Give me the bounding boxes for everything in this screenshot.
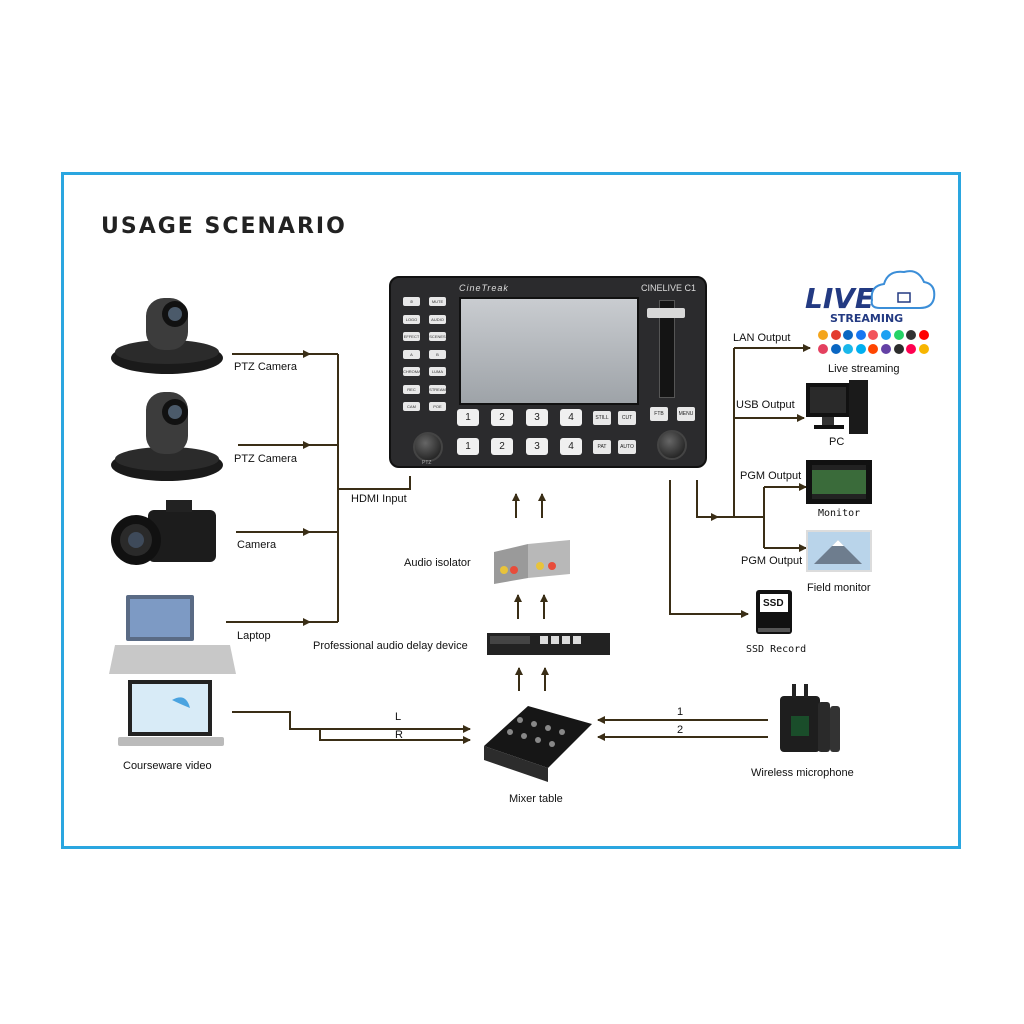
switcher-function-button: ⊘: [403, 297, 420, 306]
field-monitor-label: Field monitor: [807, 582, 871, 594]
switcher-function-button: B: [429, 349, 446, 359]
streaming-logo-text: STREAMING: [830, 312, 904, 325]
left-channel-label: L: [395, 711, 402, 723]
ptz-camera-2-label: PTZ Camera: [234, 453, 297, 465]
pgm-output-1-label: PGM Output: [740, 470, 802, 482]
switcher-model: CINELIVE C1: [641, 283, 697, 293]
ptz-joystick-label: PTZ: [422, 460, 432, 466]
social-platform-icon: [918, 330, 929, 340]
social-platform-icon: [893, 344, 904, 354]
social-platform-icon: [818, 344, 828, 354]
switcher-function-button: MUTE: [429, 297, 446, 306]
social-platform-icon: [830, 330, 841, 340]
switcher-brand: CineTreak: [459, 283, 509, 293]
switcher-function-button: CAM: [403, 402, 420, 411]
mic-channel-1-label: 1: [677, 706, 684, 718]
switcher-key: 1: [457, 438, 479, 455]
cinelive-switcher: CineTreak CINELIVE C1 1 2 3 4 1 2 3 4 ST…: [389, 276, 707, 468]
social-platform-icon: [843, 330, 854, 340]
switcher-function-button: CHROMA: [403, 367, 420, 376]
live-logo-text: LIVE: [805, 282, 875, 315]
t-bar-fader: [659, 300, 675, 398]
switcher-key: 2: [491, 438, 513, 455]
pat-button: PAT: [593, 440, 611, 454]
right-channel-label: R: [395, 729, 403, 741]
ptz-camera-1-label: PTZ Camera: [234, 361, 297, 373]
social-platform-icon: [893, 330, 904, 340]
switcher-function-button: A: [403, 349, 420, 359]
social-platform-icon: [906, 344, 917, 354]
page-title: USAGE SCENARIO: [101, 214, 347, 239]
cut-button: CUT: [618, 411, 636, 425]
switcher-key: 4: [560, 409, 582, 426]
menu-knob: [657, 430, 687, 460]
switcher-key: 3: [526, 409, 548, 426]
live-streaming-label: Live streaming: [828, 363, 900, 375]
monitor-label: Monitor: [818, 508, 861, 519]
audio-isolator-label: Audio isolator: [404, 557, 471, 569]
switcher-key: 1: [457, 409, 479, 426]
social-platform-icon: [830, 344, 841, 354]
switcher-function-button: EFFECT: [403, 332, 420, 341]
switcher-function-button: AUDIO: [429, 314, 446, 324]
audio-delay-label: Professional audio delay device: [313, 640, 468, 652]
ptz-joystick: [413, 432, 443, 462]
courseware-label: Courseware video: [123, 760, 212, 772]
switcher-screen: [459, 297, 639, 405]
pgm-output-2-label: PGM Output: [741, 555, 803, 567]
switcher-function-button: LOGO: [403, 314, 420, 324]
social-platform-icon: [855, 344, 866, 354]
pc-label: PC: [829, 436, 845, 448]
wireless-microphone-label: Wireless microphone: [751, 767, 854, 779]
switcher-key: 4: [560, 438, 582, 455]
usb-output-label: USB Output: [736, 399, 795, 411]
mic-channel-2-label: 2: [677, 724, 684, 736]
ftb-button: FTB: [650, 407, 668, 421]
t-bar-handle: [647, 308, 685, 318]
social-platform-icon: [855, 330, 866, 340]
menu-button: MENU: [677, 407, 695, 421]
social-platform-icon: [868, 344, 879, 354]
social-platform-icon: [818, 330, 828, 340]
hdmi-input-label: HDMI Input: [351, 493, 407, 505]
camera-label: Camera: [237, 539, 277, 551]
lan-output-label: LAN Output: [733, 332, 791, 344]
switcher-key: 3: [526, 438, 548, 455]
switcher-function-button: LUMA: [429, 367, 446, 376]
switcher-function-button: SCENES: [429, 332, 446, 341]
social-platform-icon: [881, 330, 891, 340]
switcher-function-button: POE: [429, 402, 446, 411]
social-platform-icon: [868, 330, 879, 340]
ssd-badge: SSD: [763, 598, 784, 609]
ssd-record-label: SSD Record: [746, 644, 807, 655]
social-platform-icon: [881, 344, 891, 354]
laptop-label: Laptop: [237, 630, 271, 642]
social-platform-icon: [906, 330, 917, 340]
auto-button: AUTO: [618, 440, 636, 454]
switcher-function-button: STREAM: [429, 384, 446, 394]
mixer-table-label: Mixer table: [509, 793, 563, 805]
switcher-function-button: REC: [403, 384, 420, 394]
social-platform-icon: [843, 344, 854, 354]
social-platform-icon: [918, 344, 929, 354]
still-button: STILL: [593, 411, 611, 425]
switcher-key: 2: [491, 409, 513, 426]
